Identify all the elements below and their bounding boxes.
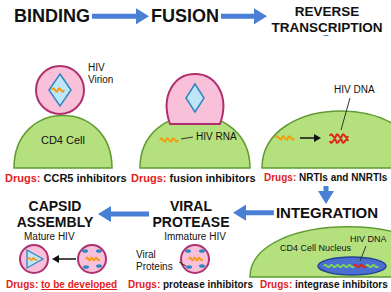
stage-title: INTEGRATION [276, 204, 378, 221]
leader-line [179, 262, 186, 266]
drug-prefix: Drugs: [128, 279, 160, 290]
cd4-cell [250, 227, 391, 277]
drug-name: protease inhibitors [163, 279, 253, 290]
drug-prefix: Drugs: [5, 172, 40, 184]
integration-art [250, 227, 391, 277]
process-arrow [300, 137, 315, 139]
stage-title: CAPSID ASSEMBLY [14, 198, 96, 230]
word-space [160, 279, 163, 290]
process-arrow [58, 258, 76, 260]
host-dna [366, 265, 378, 267]
viral-protein [185, 249, 191, 253]
protease-art [179, 245, 209, 273]
flow-arrow [92, 14, 149, 19]
immature-virion [181, 245, 209, 273]
stage-heading: REVERSE TRANSCRIPTION [267, 4, 387, 35]
flow-arrow [233, 210, 274, 215]
word-space [166, 172, 169, 184]
hiv-dna [330, 134, 348, 137]
flow-arrow [221, 14, 267, 19]
viral-protein [82, 249, 88, 253]
stage-heading: CAPSID ASSEMBLY [12, 198, 98, 230]
stage-title: REVERSE TRANSCRIPTION [269, 4, 385, 35]
viral-protein [186, 265, 192, 269]
capsid-art [20, 245, 106, 273]
hiv-dna [354, 265, 366, 267]
drug-name: NRTIs and NNRTIs [299, 172, 387, 183]
leader-line [341, 98, 350, 130]
drug-name: integrase inhibitors [295, 279, 388, 290]
flow-arrow [98, 212, 149, 217]
word-space [38, 279, 41, 290]
capsid [49, 74, 71, 106]
stage-title: BINDING [14, 6, 90, 27]
capsid [186, 84, 204, 112]
part-label: CD4 Cell Nucleus [280, 243, 351, 253]
part-label: HIV Virion [88, 62, 128, 85]
drug-prefix: Drugs: [131, 172, 166, 184]
process-arrow-head [52, 255, 59, 263]
drug-note: Drugs: NRTIs and NNRTIs [264, 172, 387, 184]
word-space [296, 172, 299, 183]
hiv-rna [28, 258, 37, 260]
stage-title: FUSION [151, 6, 219, 27]
part-label: CD4 Cell [33, 134, 93, 147]
cd4-cell [14, 116, 112, 169]
hiv-rna [189, 258, 203, 261]
part-label: HIV RNA [196, 131, 237, 143]
viral-protein [96, 249, 102, 253]
drug-prefix: Drugs: [260, 279, 292, 290]
hiv-virion [36, 66, 84, 114]
stage-heading: VIRAL PROTEASE [149, 198, 233, 230]
fusion-art [140, 74, 250, 168]
stage-heading: BINDING [12, 6, 92, 27]
drug-note: Drugs: fusion inhibitors [131, 172, 256, 185]
mature-virion [20, 245, 48, 273]
drug-note: Drugs: to be developed [6, 279, 117, 291]
part-label: Immature HIV [162, 231, 228, 243]
hiv-dna [330, 139, 348, 142]
drug-prefix: Drugs: [6, 279, 38, 290]
drug-name: to be developed [41, 279, 117, 290]
viral-protein [199, 249, 205, 253]
drug-note: Drugs: integrase inhibitors [260, 279, 388, 291]
drug-name: fusion inhibitors [170, 172, 256, 184]
leader-line [360, 246, 366, 261]
viral-protein [96, 264, 102, 268]
word-space [40, 172, 43, 184]
word-space [292, 279, 295, 290]
hiv-rna [160, 138, 178, 141]
stage-heading: FUSION [149, 6, 221, 27]
part-label: Viral Proteins [136, 249, 178, 272]
stage-title: VIRAL PROTEASE [151, 198, 231, 230]
cd4-cell [262, 111, 391, 168]
fused-virion [167, 74, 224, 124]
part-label: HIV DNA [334, 84, 375, 96]
viral-protein [199, 264, 205, 268]
drug-prefix: Drugs: [264, 172, 296, 183]
process-arrow-head [314, 134, 321, 142]
cell-nucleus [318, 257, 386, 275]
host-dna [324, 265, 354, 267]
stage-heading: INTEGRATION [274, 204, 380, 221]
part-label: Mature HIV [24, 231, 75, 243]
hiv-rna [52, 88, 64, 91]
part-label: HIV DNA [350, 234, 387, 244]
drug-note: Drugs: protease inhibitors [128, 279, 253, 291]
leader-line [181, 137, 193, 139]
hiv-rna [86, 258, 100, 261]
immature-virion [78, 245, 106, 273]
drug-name: CCR5 inhibitors [44, 172, 127, 184]
capsid-cone [27, 250, 43, 268]
rt-art [262, 98, 391, 168]
hiv-rna [276, 136, 294, 139]
drug-note: Drugs: CCR5 inhibitors [5, 172, 127, 185]
viral-protein [83, 265, 89, 269]
